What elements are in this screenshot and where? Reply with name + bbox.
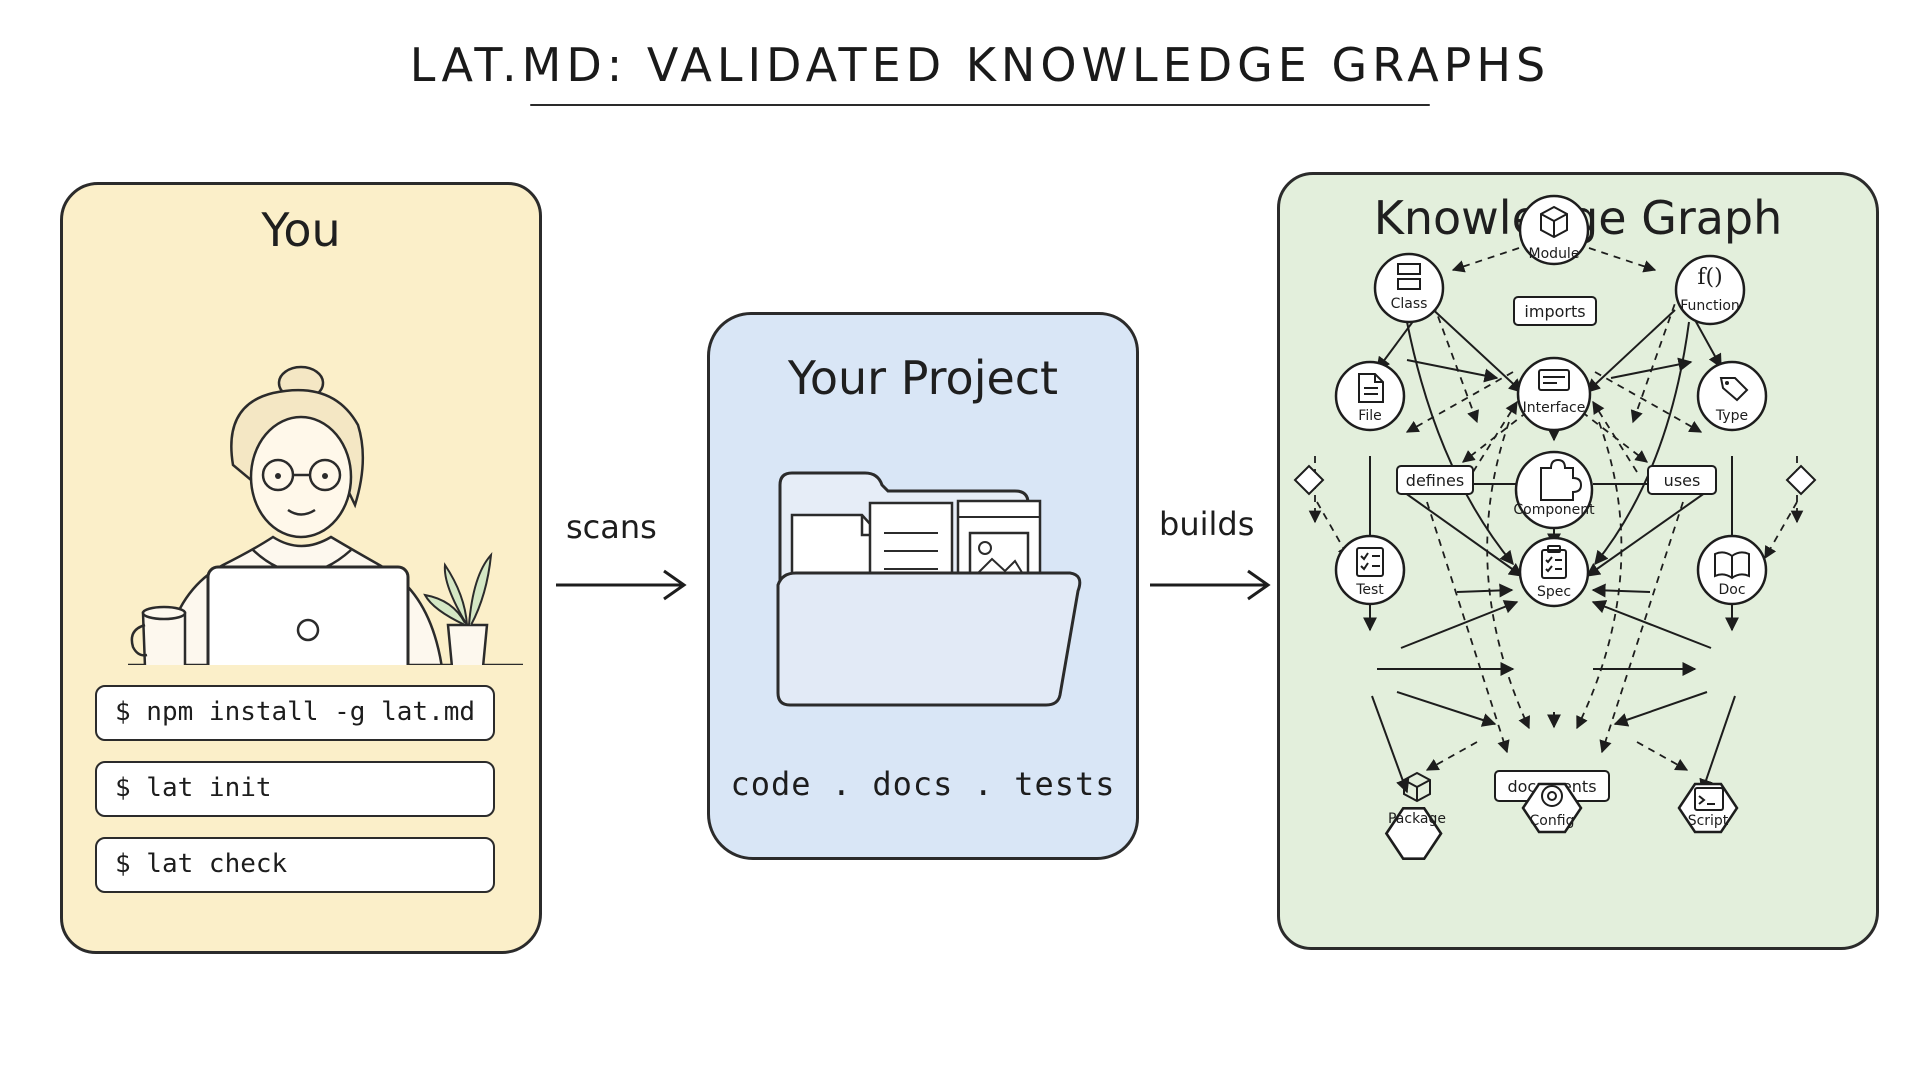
node-component-label: Component (1513, 502, 1595, 518)
node-file: File (1334, 360, 1406, 432)
node-type-label: Type (1715, 408, 1748, 424)
node-module: Module (1518, 194, 1590, 266)
tag-icon (1719, 377, 1749, 402)
left-diamond-icon (1293, 464, 1325, 496)
builds-arrow (1150, 569, 1271, 601)
edge-defines-label: defines (1406, 471, 1464, 490)
edge-uses: uses (1647, 465, 1717, 495)
node-package: Package (1384, 771, 1446, 861)
edge-imports-label: imports (1524, 302, 1585, 321)
command-lat-check[interactable]: $ lat check (95, 837, 495, 893)
project-panel-title: Your Project (787, 351, 1059, 405)
package-icon (1403, 771, 1431, 803)
node-function: f() Function (1674, 254, 1746, 326)
puzzle-icon (1540, 458, 1583, 501)
scans-arrow (556, 569, 687, 601)
checklist-icon (1356, 547, 1384, 577)
edge-imports: imports (1513, 296, 1597, 326)
node-test: Test (1334, 534, 1406, 606)
node-file-label: File (1358, 408, 1381, 424)
node-module-label: Module (1529, 246, 1580, 262)
node-script: Script (1677, 782, 1739, 834)
project-folder-icon: </> (776, 471, 1082, 707)
node-function-label: Function (1680, 298, 1740, 314)
title-underline (530, 104, 1430, 106)
edge-uses-label: uses (1664, 471, 1701, 490)
command-npm-install[interactable]: $ npm install -g lat.md (95, 685, 495, 741)
knowledge-graph-diagram: imports defines uses documents Module Cl… (1293, 194, 1817, 861)
node-spec-label: Spec (1537, 584, 1571, 600)
you-panel-title: You (261, 203, 341, 257)
book-icon (1714, 551, 1750, 580)
gear-icon (1541, 785, 1563, 807)
project-caption: code . docs . tests (730, 765, 1116, 803)
file-icon (1358, 373, 1384, 403)
function-icon: f() (1697, 265, 1722, 290)
node-spec: Spec (1518, 536, 1590, 608)
node-test-label: Test (1355, 582, 1384, 598)
clipboard-icon (1541, 545, 1567, 579)
node-interface: Interface (1516, 356, 1592, 432)
class-icon (1397, 263, 1421, 290)
project-panel: Your Project </> code . docs (707, 312, 1139, 860)
node-config: Config (1521, 782, 1583, 834)
node-type: Type (1696, 360, 1768, 432)
terminal-icon (1694, 787, 1724, 811)
node-doc: Doc (1696, 534, 1768, 606)
you-panel: You $ npm install -g lat.md (60, 182, 542, 954)
builds-label: builds (1159, 505, 1255, 543)
right-diamond-icon (1785, 464, 1817, 496)
scans-label: scans (566, 508, 657, 546)
node-config-label: Config (1530, 813, 1575, 829)
cube-icon (1540, 205, 1568, 239)
interface-icon (1538, 369, 1570, 391)
node-class-label: Class (1391, 296, 1428, 312)
node-interface-label: Interface (1523, 400, 1586, 416)
node-component: Component (1513, 450, 1595, 530)
developer-illustration (128, 365, 523, 665)
node-script-label: Script (1688, 813, 1729, 829)
node-package-label: Package (1388, 811, 1446, 827)
page-title: LAT.MD: VALIDATED KNOWLEDGE GRAPHS (409, 38, 1551, 92)
command-lat-init[interactable]: $ lat init (95, 761, 495, 817)
node-doc-label: Doc (1718, 582, 1745, 598)
edge-defines: defines (1396, 465, 1474, 495)
node-class: Class (1373, 252, 1445, 324)
